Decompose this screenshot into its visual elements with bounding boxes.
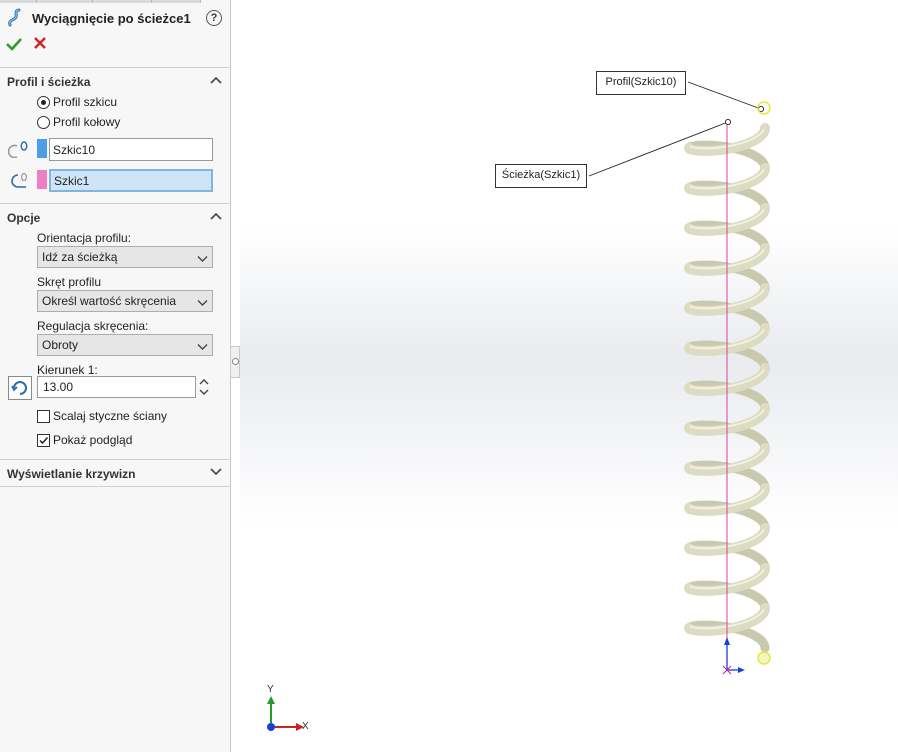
accept-button[interactable] bbox=[6, 36, 22, 55]
profile-selection-box[interactable]: Szkic10 bbox=[49, 138, 213, 161]
feature-title-row: Wyciągnięcie po ścieżce1 ? bbox=[6, 8, 224, 30]
profile-color-swatch bbox=[37, 139, 47, 158]
reverse-direction-button[interactable] bbox=[8, 376, 32, 400]
panel-collapse-handle[interactable] bbox=[231, 346, 240, 378]
path-sketch-icon bbox=[8, 171, 30, 192]
twist-control-label: Regulacja skręcenia: bbox=[37, 319, 149, 333]
profile-endpoint-highlight bbox=[757, 101, 771, 115]
sweep-icon bbox=[6, 8, 26, 31]
section-curvature-title: Wyświetlanie krzywizn bbox=[7, 467, 136, 481]
radio-circular-profile-label: Profil kołowy bbox=[53, 115, 121, 129]
axis-triad bbox=[267, 696, 304, 731]
profile-leader-line bbox=[687, 81, 762, 110]
path-triad-x-arrow bbox=[738, 667, 745, 673]
chevron-up-icon[interactable] bbox=[210, 210, 222, 224]
panel-tab-strip bbox=[0, 0, 230, 3]
orientation-value: Idź za ścieżką bbox=[42, 250, 118, 264]
path-selection-value: Szkic1 bbox=[54, 174, 90, 188]
direction-label: Kierunek 1: bbox=[37, 363, 98, 377]
path-color-swatch bbox=[37, 170, 47, 189]
section-profile-path[interactable]: Profil i ścieżka bbox=[0, 67, 230, 94]
path-origin-marker bbox=[722, 665, 732, 675]
twist-dropdown[interactable]: Określ wartość skręcenia bbox=[37, 290, 213, 312]
feature-title: Wyciągnięcie po ścieżce1 bbox=[32, 11, 191, 26]
orientation-dropdown[interactable]: Idź za ścieżką bbox=[37, 246, 213, 268]
radio-sketch-profile-label: Profil szkicu bbox=[53, 95, 118, 109]
twist-label: Skręt profilu bbox=[37, 275, 102, 289]
checkbox-box[interactable] bbox=[37, 434, 50, 447]
path-selection-box[interactable]: Szkic1 bbox=[49, 169, 213, 192]
path-leader-line bbox=[588, 121, 729, 177]
chevron-down-icon bbox=[197, 340, 208, 354]
reverse-direction-icon bbox=[11, 381, 27, 395]
section-profile-path-title: Profil i ścieżka bbox=[7, 75, 91, 89]
direction-value: 13.00 bbox=[43, 380, 74, 394]
section-curvature-display[interactable]: Wyświetlanie krzywizn bbox=[0, 459, 230, 486]
section-options[interactable]: Opcje bbox=[0, 203, 230, 230]
axis-y-label: Y bbox=[267, 684, 274, 695]
help-icon[interactable]: ? bbox=[206, 10, 222, 26]
profile-callout-text: Profil(Szkic10) bbox=[605, 76, 677, 88]
profile-selection-value: Szkic10 bbox=[53, 143, 96, 157]
check-icon bbox=[6, 38, 22, 51]
path-callout[interactable]: Ścieżka(Szkic1) bbox=[495, 164, 587, 188]
x-icon bbox=[34, 37, 46, 49]
profile-callout[interactable]: Profil(Szkic10) bbox=[596, 71, 686, 95]
spin-up-icon bbox=[199, 379, 209, 385]
checkbox-box[interactable] bbox=[37, 410, 50, 423]
chevron-down-icon bbox=[197, 296, 208, 310]
check-icon bbox=[39, 436, 49, 445]
radio-dot[interactable] bbox=[37, 116, 50, 129]
direction-value-input[interactable]: 13.00 bbox=[37, 376, 196, 398]
section-options-title: Opcje bbox=[7, 211, 41, 225]
path-leader-point bbox=[724, 118, 732, 126]
merge-tangent-label: Scalaj styczne ściany bbox=[53, 409, 168, 423]
twist-control-value: Obroty bbox=[42, 338, 79, 352]
path-end-highlight bbox=[757, 651, 771, 665]
twist-value: Określ wartość skręcenia bbox=[42, 294, 177, 308]
graphics-area[interactable]: Y X Profil(Szkic10) Ścieżka(Szkic1) bbox=[240, 0, 898, 752]
direction-spinner[interactable] bbox=[198, 376, 210, 398]
orientation-label: Orientacja profilu: bbox=[37, 231, 132, 245]
profile-sketch-icon bbox=[7, 140, 30, 161]
property-manager: Wyciągnięcie po ścieżce1 ? Profil i ście… bbox=[0, 0, 231, 752]
spin-down-icon bbox=[199, 389, 209, 395]
radio-dot[interactable] bbox=[37, 96, 50, 109]
3d-model-view[interactable] bbox=[240, 0, 898, 752]
twist-control-dropdown[interactable]: Obroty bbox=[37, 334, 213, 356]
chevron-down-icon bbox=[197, 252, 208, 266]
show-preview-label: Pokaż podgląd bbox=[53, 433, 133, 447]
chevron-down-icon[interactable] bbox=[210, 466, 222, 480]
chevron-up-icon[interactable] bbox=[210, 74, 222, 88]
cancel-button[interactable] bbox=[33, 36, 47, 53]
path-triad-y-arrow bbox=[724, 637, 730, 645]
section-divider bbox=[0, 486, 230, 487]
path-callout-text: Ścieżka(Szkic1) bbox=[501, 169, 581, 181]
axis-x-label: X bbox=[302, 721, 309, 732]
